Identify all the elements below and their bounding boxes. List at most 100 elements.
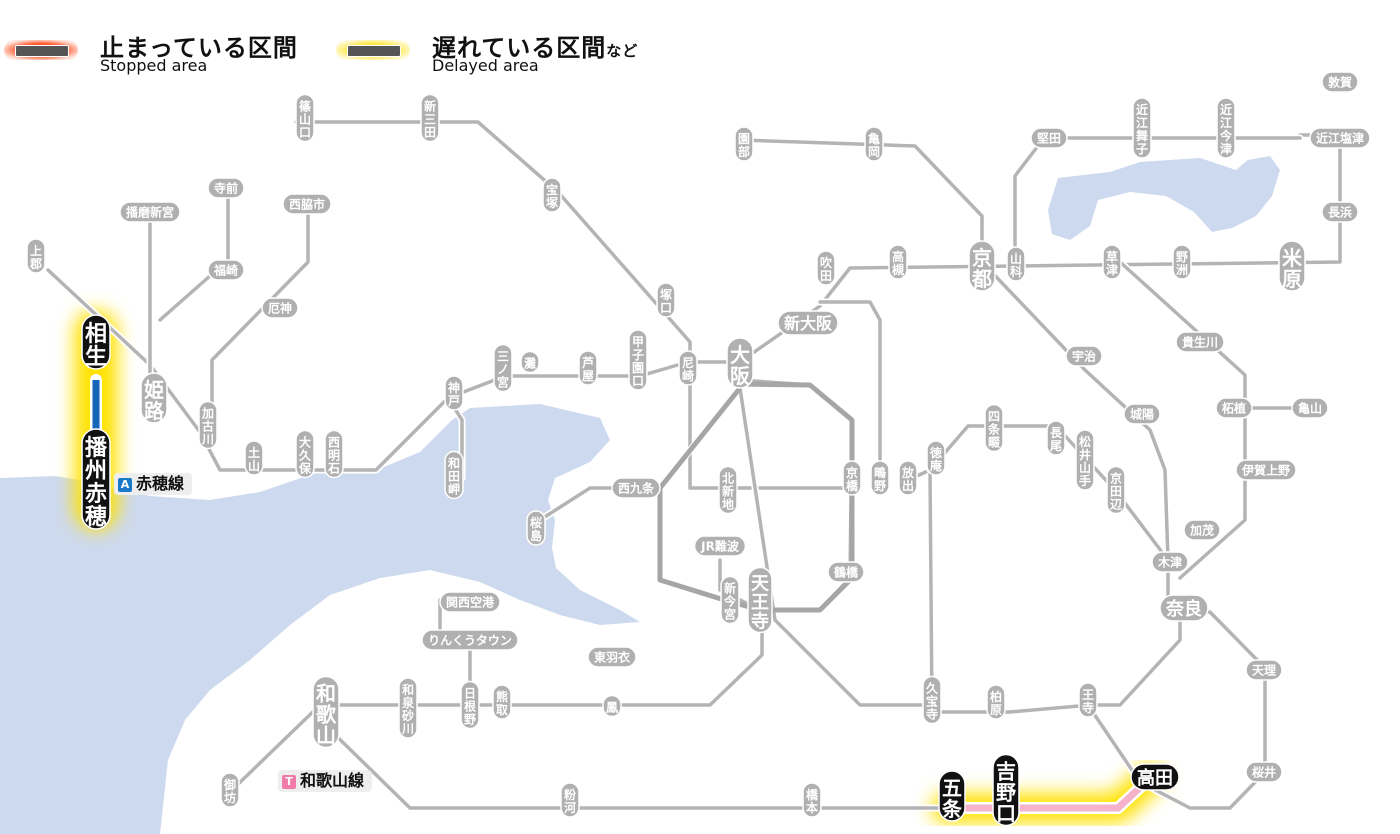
station-marker	[898, 460, 918, 496]
station-char: 洲	[1176, 263, 1188, 277]
station-char: 槻	[892, 262, 904, 277]
station-name: 貴生川	[1182, 335, 1218, 350]
station-name: 厄神	[268, 301, 292, 316]
station-osaka: 大阪	[726, 337, 754, 389]
station-marker	[81, 314, 111, 370]
station-name: 近江塩津	[1316, 131, 1364, 146]
station-marker	[938, 770, 966, 822]
osaka-loop-line	[657, 381, 855, 613]
station-marker	[460, 680, 480, 730]
station-char: 久	[926, 681, 939, 696]
station-yakujin: 厄神	[261, 297, 299, 319]
station-fukusaki: 福崎	[207, 259, 245, 281]
station-char: 加	[201, 406, 214, 421]
station-marker	[207, 259, 245, 281]
station-char: 久	[299, 448, 312, 463]
station-char: 橋	[806, 787, 819, 802]
station-char: 舞	[1135, 128, 1148, 143]
station-nishikujo: 西九条	[611, 477, 661, 499]
sea-areas	[0, 156, 1280, 834]
track-casing-20	[736, 384, 944, 709]
station-char: 篠	[299, 99, 312, 114]
station-marker	[922, 675, 942, 725]
station-marker	[140, 372, 168, 424]
station-tenri: 天理	[1245, 659, 1283, 681]
station-char: 田	[424, 126, 436, 140]
station-name: 奈良	[1165, 598, 1202, 620]
station-char: 近	[1136, 102, 1148, 117]
station-char: 和	[401, 682, 414, 697]
station-marker	[26, 238, 46, 274]
station-marker	[1183, 519, 1221, 541]
line-label-wakayama[interactable]: T 和歌山線	[278, 770, 373, 792]
station-char: 山	[299, 112, 311, 127]
station-char: 路	[144, 399, 165, 423]
station-char: 保	[298, 461, 312, 476]
station-char: 山	[248, 458, 260, 473]
track-15	[718, 558, 762, 612]
station-tsuge: 柘植	[1215, 397, 1253, 419]
station-char: 吹	[820, 255, 833, 270]
station-char: 播	[85, 436, 108, 461]
station-yamashina: 山科	[1006, 246, 1026, 282]
station-char: 生	[85, 345, 107, 370]
stopped-label-jp: 止まっている区間	[100, 34, 298, 62]
station-char: 本	[806, 800, 818, 815]
wakayama-line-name: 和歌山線	[300, 771, 365, 790]
station-char: 条	[987, 422, 1001, 437]
station-kumatori: 熊取	[492, 684, 512, 720]
station-char: 口	[299, 126, 311, 140]
station-char: 京	[972, 246, 992, 270]
station-char: 原	[990, 703, 1002, 717]
station-char: 新	[724, 581, 736, 596]
station-nagao: 長尾	[1046, 420, 1066, 456]
station-marker	[526, 510, 546, 546]
station-char: 子	[1136, 142, 1148, 156]
station-char: 崎	[682, 368, 694, 383]
station-char: 畷	[988, 436, 1000, 450]
station-nishiwakishi: 西脇市	[282, 193, 332, 215]
station-rinku: りんくうタウン	[421, 629, 519, 651]
station-char: 手	[1079, 473, 1091, 488]
station-marker	[726, 337, 754, 389]
station-sakurajima: 桜島	[526, 510, 546, 546]
station-char: 寺	[926, 707, 938, 722]
sea-area-0	[0, 404, 640, 834]
wakayama-line-badge: T	[282, 775, 296, 789]
station-char: 山	[1079, 460, 1091, 475]
station-char: 部	[738, 144, 750, 159]
station-marker	[119, 201, 181, 223]
station-marker	[968, 240, 996, 292]
station-ashiya: 芦屋	[578, 350, 598, 386]
station-marker	[602, 694, 622, 718]
station-char: 和	[316, 682, 336, 706]
station-takatsuki: 高槻	[888, 244, 908, 280]
station-marker	[777, 310, 839, 336]
station-yasu: 野洲	[1172, 244, 1192, 280]
station-char: 口	[632, 374, 644, 388]
station-marker	[1106, 465, 1126, 515]
station-name: 城陽	[1130, 407, 1154, 422]
station-kamigori: 上郡	[26, 238, 46, 274]
station-char: 四	[988, 410, 1000, 424]
station-char: 熊	[496, 689, 508, 704]
station-char: 辺	[1110, 498, 1122, 512]
station-kyoto: 京都	[968, 240, 996, 292]
station-marker	[984, 403, 1004, 453]
station-char: 亀	[868, 131, 880, 146]
station-teramae: 寺前	[207, 177, 245, 199]
station-char: 石	[327, 462, 340, 476]
station-char: 歌	[316, 703, 337, 727]
station-char: 出	[902, 478, 914, 493]
station-nara: 奈良	[1159, 594, 1209, 622]
station-kameoka: 亀岡	[864, 126, 884, 162]
station-char: 王	[751, 593, 769, 614]
station-char: 五	[942, 776, 962, 800]
station-marker	[926, 440, 946, 476]
station-kamo: 加茂	[1183, 519, 1221, 541]
station-marker	[493, 343, 513, 393]
station-iga-ueno: 伊賀上野	[1235, 459, 1297, 481]
station-char: 宮	[724, 607, 736, 622]
